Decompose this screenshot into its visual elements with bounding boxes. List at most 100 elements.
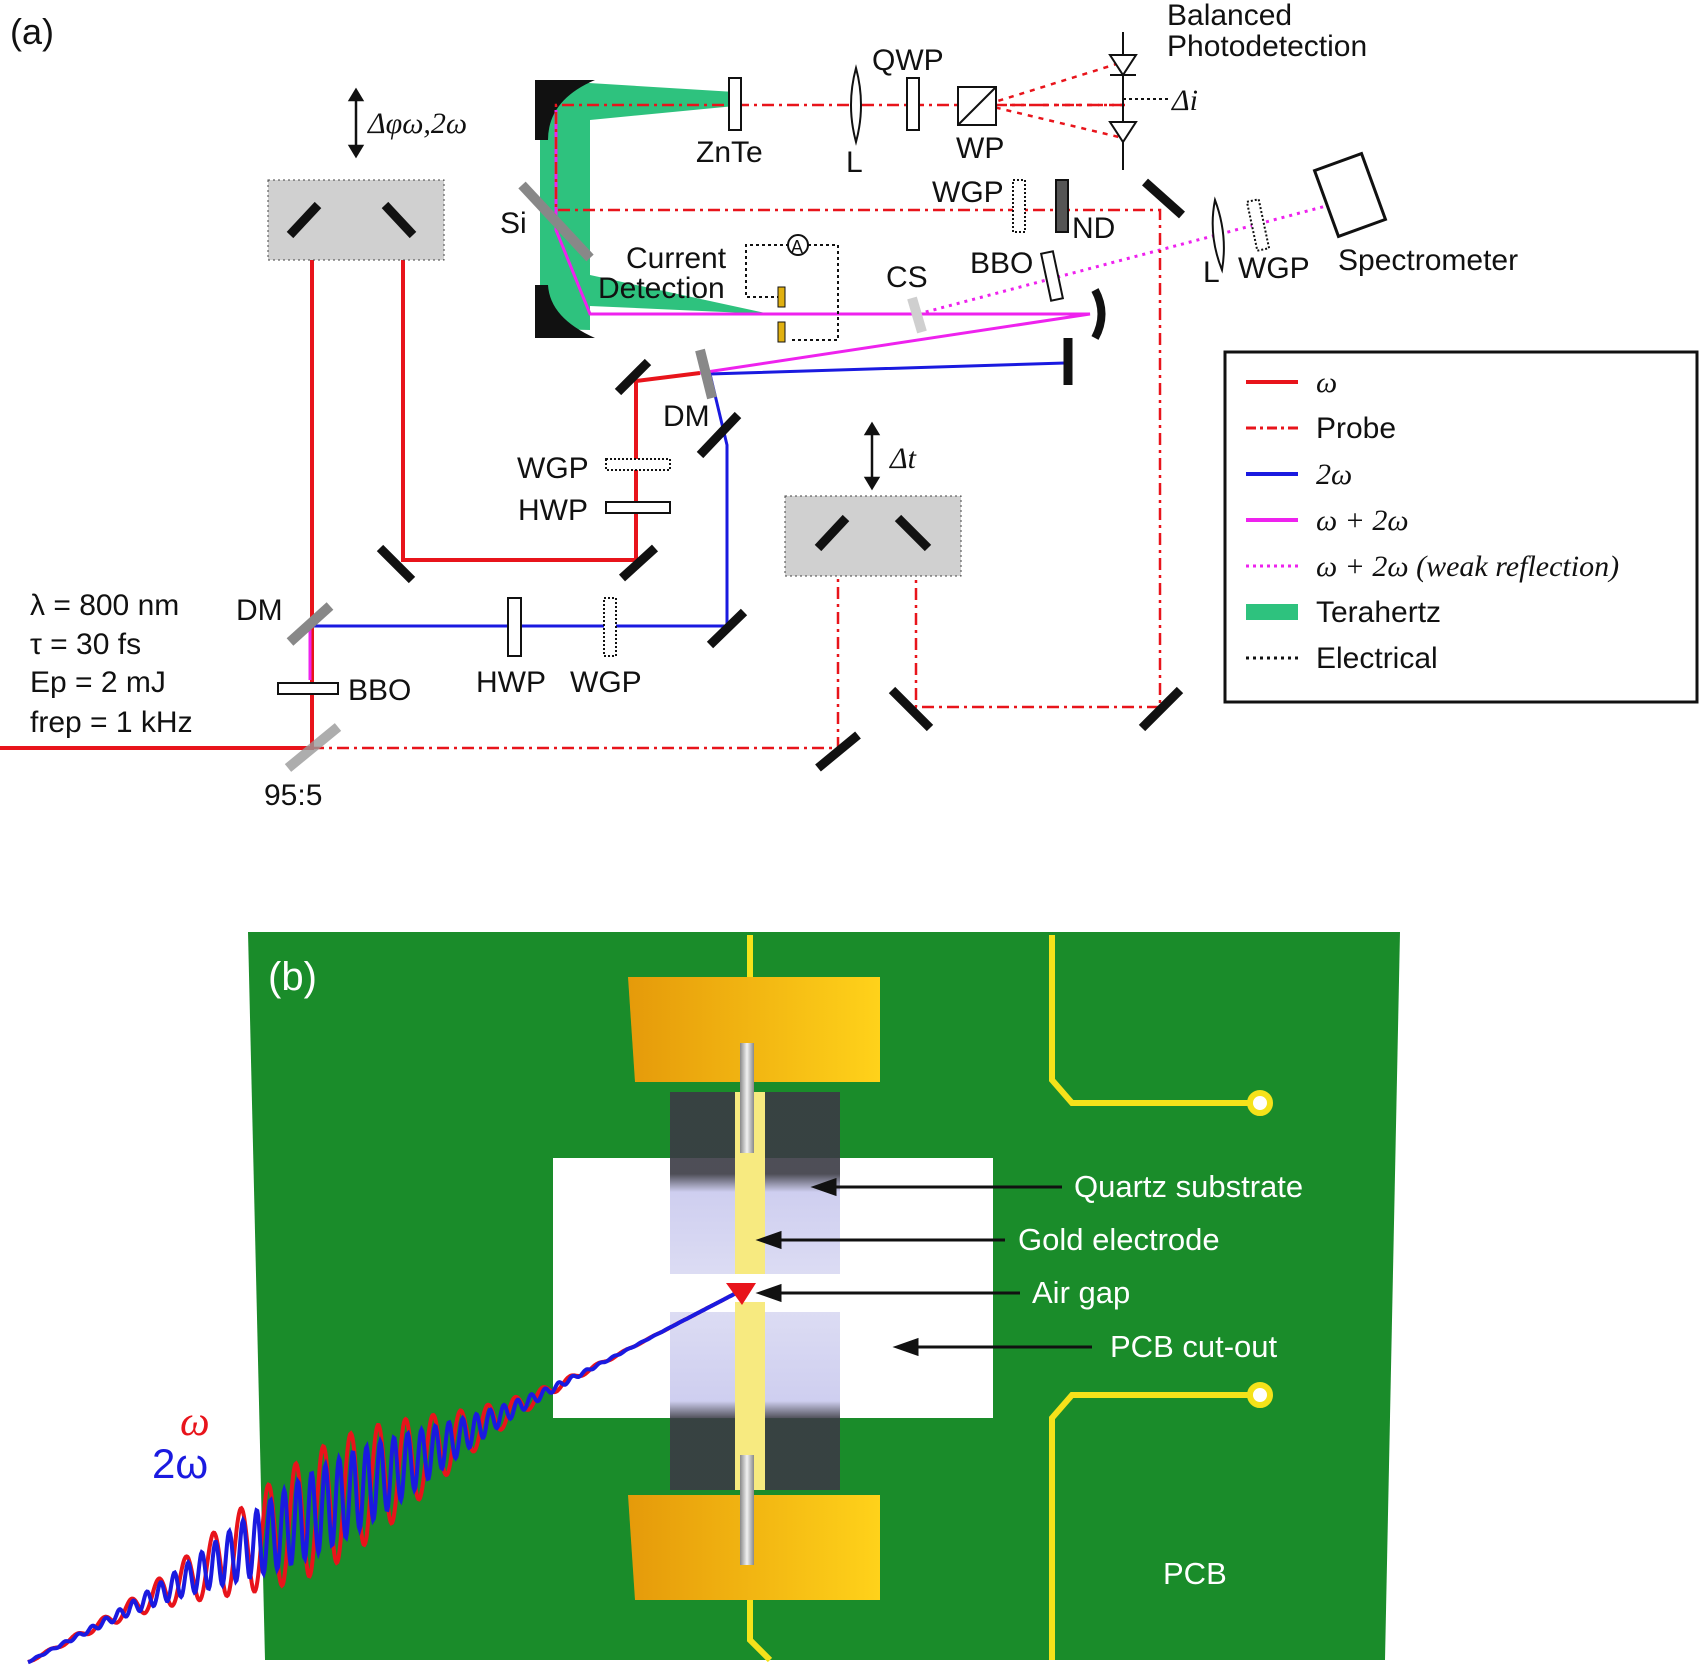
nd-filter bbox=[1055, 179, 1069, 233]
pcb-label: PCB bbox=[1163, 1556, 1227, 1591]
bbo-top-label: BBO bbox=[970, 247, 1033, 280]
phase-delay-arrow bbox=[347, 87, 365, 159]
wgp-spec-label: WGP bbox=[1238, 252, 1310, 285]
lens-top-label: L bbox=[846, 146, 863, 179]
bbo-bottom-label: BBO bbox=[348, 674, 411, 707]
wgp-mid-label: WGP bbox=[517, 452, 589, 485]
panel-a: (a) bbox=[0, 0, 1699, 812]
legend-label-6: Electrical bbox=[1316, 642, 1438, 675]
mirrors bbox=[286, 178, 1185, 772]
probe-beam bbox=[312, 103, 1162, 750]
hwp-mid bbox=[605, 501, 671, 514]
two-omega-beam bbox=[310, 361, 1066, 628]
bbo-top bbox=[1039, 250, 1065, 302]
hwp-mid-label: HWP bbox=[518, 494, 588, 527]
legend-label-5: Terahertz bbox=[1316, 596, 1441, 629]
si-wafer bbox=[518, 181, 594, 262]
via-bottom bbox=[1247, 1382, 1273, 1408]
gold-label: Gold electrode bbox=[1018, 1222, 1220, 1257]
qwp bbox=[906, 77, 920, 131]
cs-label: CS bbox=[886, 261, 928, 294]
delay-stage-phase[interactable] bbox=[267, 179, 445, 261]
rod-lower bbox=[740, 1455, 754, 1565]
wgp-spec bbox=[1245, 198, 1271, 252]
bbo-bottom bbox=[277, 682, 339, 695]
cs-window bbox=[907, 296, 927, 334]
parabolic-mirror-bottom bbox=[535, 285, 595, 338]
delta-i-label: Δi bbox=[1171, 84, 1198, 117]
wp-label: WP bbox=[956, 132, 1004, 165]
qwp-label: QWP bbox=[872, 44, 944, 77]
delta-phi-label: Δφω,2ω bbox=[367, 107, 467, 140]
legend-label-0: ω bbox=[1316, 366, 1337, 399]
wgp-bottom-label: WGP bbox=[570, 666, 642, 699]
splitter-95-5 bbox=[284, 723, 342, 772]
hwp-bottom-label: HWP bbox=[476, 666, 546, 699]
spectrometer-box bbox=[1312, 151, 1388, 239]
dm-mid-label: DM bbox=[663, 400, 710, 433]
wgp-top bbox=[1012, 179, 1026, 233]
curved-mirror bbox=[1091, 288, 1106, 340]
gold-pad-top bbox=[628, 977, 880, 1082]
panel-b-tag: (b) bbox=[268, 955, 317, 999]
dm-left-label: DM bbox=[236, 594, 283, 627]
time-delay-arrow bbox=[863, 421, 881, 491]
balanced-label-2: Photodetection bbox=[1167, 30, 1367, 63]
spectrometer-label: Spectrometer bbox=[1338, 244, 1518, 277]
split-label: 95:5 bbox=[264, 779, 322, 812]
legend-swatch-5 bbox=[1246, 604, 1298, 620]
probe-to-detectors bbox=[984, 60, 1125, 107]
annotation-arrows bbox=[755, 1177, 1092, 1357]
lens-spec-label: L bbox=[1203, 256, 1220, 289]
balanced-label-1: Balanced bbox=[1167, 0, 1292, 32]
rod-upper bbox=[740, 1043, 754, 1153]
wgp-bottom bbox=[603, 597, 617, 657]
dm-left bbox=[286, 602, 334, 646]
air-gap-marker bbox=[726, 1283, 756, 1305]
znte-crystal bbox=[728, 77, 742, 131]
ammeter bbox=[787, 234, 809, 256]
delay-stage-time[interactable] bbox=[784, 495, 962, 577]
quartz-label: Quartz substrate bbox=[1074, 1169, 1303, 1204]
omega-label: ω bbox=[180, 1399, 210, 1445]
wollaston-prism bbox=[957, 86, 997, 126]
panel-a-tag: (a) bbox=[10, 11, 54, 52]
cutout-label: PCB cut-out bbox=[1110, 1329, 1278, 1364]
ammeter-label: A bbox=[791, 237, 803, 257]
electrode-upper bbox=[777, 286, 786, 308]
legend-label-4: ω + 2ω (weak reflection) bbox=[1316, 550, 1619, 583]
legend-label-3: ω + 2ω bbox=[1316, 504, 1409, 537]
param-tau: τ = 30 fs bbox=[30, 628, 141, 661]
parabolic-mirror-top bbox=[535, 80, 595, 140]
wgp-top-label: WGP bbox=[932, 176, 1004, 209]
air-gap-label: Air gap bbox=[1032, 1275, 1130, 1310]
param-frep: frep = 1 kHz bbox=[30, 706, 193, 739]
wgp-mid bbox=[605, 458, 671, 471]
znte-label: ZnTe bbox=[696, 136, 763, 169]
legend-label-1: Probe bbox=[1316, 412, 1396, 445]
nd-label: ND bbox=[1072, 212, 1115, 245]
current-label-2: Detection bbox=[598, 272, 725, 305]
photodiodes bbox=[1108, 32, 1138, 170]
legend-box bbox=[1223, 350, 1699, 704]
delta-t-label: Δt bbox=[889, 442, 917, 475]
dm-mid bbox=[695, 348, 717, 400]
hwp-bottom bbox=[507, 597, 522, 657]
lens-spec bbox=[1211, 196, 1225, 274]
lens-top bbox=[850, 64, 862, 146]
via-top bbox=[1247, 1090, 1273, 1116]
param-lambda: λ = 800 nm bbox=[30, 589, 179, 622]
two-omega-label: 2ω bbox=[152, 1440, 208, 1487]
omega-beam bbox=[0, 226, 701, 750]
current-label-1: Current bbox=[626, 242, 727, 275]
panel-b: (b) Quartz substrate Gold electrode Air … bbox=[27, 932, 1400, 1665]
legend-label-2: 2ω bbox=[1316, 458, 1352, 491]
probe-to-detector-lower bbox=[984, 103, 1124, 140]
si-label: Si bbox=[500, 207, 527, 240]
param-ep: Ep = 2 mJ bbox=[30, 666, 166, 699]
two-omega-pulse bbox=[27, 1288, 743, 1665]
current-detection-circuit bbox=[745, 244, 839, 341]
electrode-lower bbox=[777, 321, 786, 343]
